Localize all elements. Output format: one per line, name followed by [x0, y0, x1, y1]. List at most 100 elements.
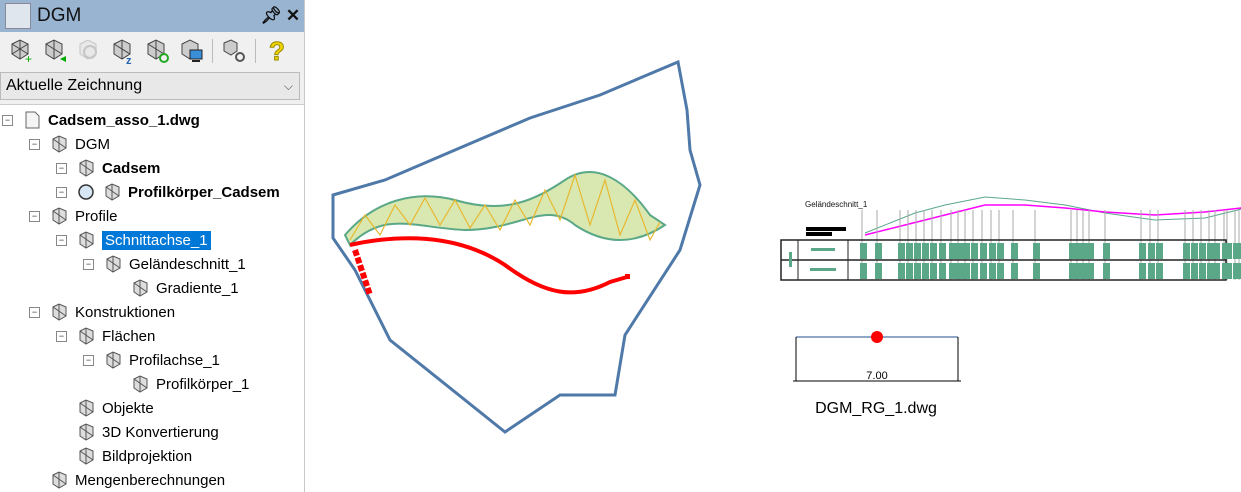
dgm-tree: −Cadsem_asso_1.dwg−DGM−Cadsem−Profilkörp…	[0, 104, 304, 492]
profile-bar	[930, 243, 937, 259]
profile-bar	[980, 263, 987, 279]
profile-bar	[1213, 243, 1220, 259]
profile-bar	[906, 243, 913, 259]
tree-item[interactable]: Profilachse_1	[103, 349, 220, 371]
profile-bar	[1081, 263, 1088, 279]
dgm-refresh-button[interactable]	[144, 38, 170, 64]
profile-bar	[1191, 263, 1198, 279]
collapse-toggle[interactable]: −	[83, 259, 94, 270]
tree-item[interactable]: Objekte	[76, 397, 154, 419]
dgm-z-button[interactable]: z	[110, 38, 136, 64]
drawing-canvas[interactable]: Geländeschnitt_1 7.00 DGM_RG_1.dwg	[305, 0, 1241, 492]
dimension-block: 7.00 DGM_RG_1.dwg	[793, 331, 961, 417]
collapse-toggle[interactable]: −	[56, 331, 67, 342]
profile-bar	[1183, 263, 1190, 279]
profile-bar	[1075, 243, 1082, 259]
profile-bar	[1087, 243, 1094, 259]
tree-item-label: 3D Konvertierung	[102, 423, 219, 441]
dgm-display-button[interactable]	[178, 38, 204, 64]
dgm-add-button[interactable]: +	[8, 38, 34, 64]
profile-bar	[1207, 243, 1214, 259]
section-icon	[103, 254, 123, 274]
profile-bar	[898, 243, 905, 259]
profile-bar	[1069, 243, 1076, 259]
chevron-down-icon: ⌵	[283, 78, 293, 93]
profile-bar	[860, 243, 867, 259]
objects-icon	[76, 398, 96, 418]
tree-item[interactable]: Flächen	[76, 325, 155, 347]
file-label: DGM_RG_1.dwg	[815, 400, 937, 417]
tree-item[interactable]: DGM	[49, 133, 110, 155]
radio-circle-icon[interactable]	[76, 182, 96, 202]
dgm-logo-icon	[5, 3, 31, 29]
tree-item-label: Cadsem	[102, 159, 161, 177]
collapse-toggle[interactable]: −	[2, 115, 13, 126]
convert-icon	[76, 422, 96, 442]
tree-item[interactable]: Cadsem_asso_1.dwg	[22, 109, 200, 131]
tree-item[interactable]: Geländeschnitt_1	[103, 253, 246, 275]
profile-bar	[1233, 263, 1240, 279]
dgm-inspect-button[interactable]	[76, 38, 102, 64]
collapse-toggle[interactable]: −	[29, 139, 40, 150]
surface-icon	[76, 326, 96, 346]
road-axis	[349, 236, 628, 295]
tree-item[interactable]: Mengenberechnungen	[49, 469, 225, 491]
tree-item-label: Profilkörper_Cadsem	[128, 183, 280, 201]
tree-item[interactable]: Cadsem	[76, 157, 160, 179]
tree-item[interactable]: 3D Konvertierung	[76, 421, 219, 443]
profile-bar	[997, 243, 1004, 259]
projection-icon	[76, 446, 96, 466]
profile-bar	[1148, 243, 1155, 259]
tree-item-label: Schnittachse_1	[102, 230, 211, 250]
collapse-toggle[interactable]: −	[56, 163, 67, 174]
gradient-icon	[130, 278, 150, 298]
dgm-icon	[102, 182, 122, 202]
profile-bar	[1237, 263, 1241, 279]
tree-item-label: Cadsem_asso_1.dwg	[48, 111, 200, 129]
profile-bar	[1087, 263, 1094, 279]
collapse-toggle[interactable]: −	[56, 235, 67, 246]
collapse-toggle[interactable]: −	[29, 307, 40, 318]
tree-item[interactable]: Schnittachse_1	[76, 229, 211, 251]
dgm-settings-button[interactable]	[221, 38, 247, 64]
tree-item[interactable]: Gradiente_1	[130, 277, 239, 299]
panel-title: DGM	[37, 5, 82, 26]
toolbar: + z ?	[0, 32, 304, 70]
help-icon[interactable]: ?	[269, 35, 286, 66]
profile-bar	[1103, 243, 1110, 259]
dgm-icon	[49, 134, 69, 154]
profile-title: Geländeschnitt_1	[805, 200, 868, 209]
tree-item-label: Profile	[75, 207, 118, 225]
close-icon[interactable]: ✕	[285, 6, 301, 25]
svg-text:z: z	[126, 55, 132, 64]
profile-bar	[875, 263, 882, 279]
collapse-toggle[interactable]: −	[29, 211, 40, 222]
tree-item-label: Geländeschnitt_1	[129, 255, 246, 273]
dgm-import-button[interactable]	[42, 38, 68, 64]
file-icon	[22, 110, 42, 130]
profile-bar	[1191, 243, 1198, 259]
tree-item[interactable]: Konstruktionen	[49, 301, 175, 323]
tree-item[interactable]: Profilkörper_Cadsem	[76, 181, 280, 203]
profile-bar	[1139, 263, 1146, 279]
tree-item-label: Objekte	[102, 399, 154, 417]
drawing-select[interactable]: Aktuelle Zeichnung ⌵	[0, 72, 300, 100]
collapse-toggle[interactable]: −	[83, 355, 94, 366]
pin-icon[interactable]: 📌︎	[260, 6, 282, 25]
tree-item[interactable]: Profilkörper_1	[130, 373, 249, 395]
svg-text:+: +	[25, 52, 32, 64]
profile-bar	[939, 243, 946, 259]
toolbar-separator	[255, 39, 256, 63]
profile-bar	[898, 263, 905, 279]
collapse-toggle[interactable]: −	[56, 187, 67, 198]
tree-item-label: DGM	[75, 135, 110, 153]
profile-section: Geländeschnitt_1	[780, 196, 1241, 281]
profile-bar	[1033, 243, 1040, 259]
profilaxis-icon	[103, 350, 123, 370]
profile-bar	[860, 263, 867, 279]
insertion-point-marker	[871, 331, 883, 343]
tree-item[interactable]: Bildprojektion	[76, 445, 192, 467]
profile-bar	[963, 243, 970, 259]
dgm-icon	[76, 158, 96, 178]
tree-item[interactable]: Profile	[49, 205, 118, 227]
